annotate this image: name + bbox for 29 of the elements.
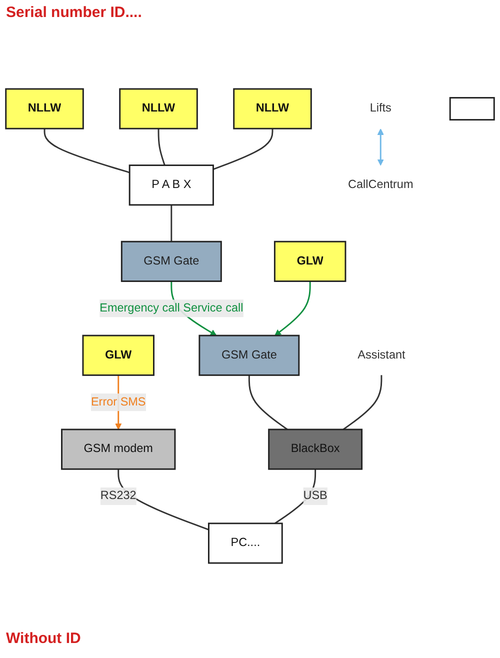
connector [212, 128, 274, 170]
note-text: Serial number ID.... [6, 4, 142, 21]
note-text: Without ID [6, 630, 81, 647]
node-box: GLW [82, 334, 154, 376]
node-box: NLLW [233, 88, 312, 130]
node-box: GSM modem [61, 428, 176, 470]
node-box: P A B X [128, 164, 214, 206]
connector [248, 375, 288, 430]
node-box: NLLW [5, 88, 84, 130]
node-box: GSM Gate [198, 334, 300, 376]
edge-label: RS232 [100, 490, 136, 502]
connector [170, 204, 172, 242]
node-box: PC.... [208, 522, 283, 564]
arrow [377, 128, 384, 166]
connector [158, 128, 166, 166]
connector [44, 128, 130, 174]
edge-label: USB [303, 490, 328, 502]
node-box: NLLW [119, 88, 198, 130]
node-box: GLW [274, 240, 346, 282]
arrow [274, 281, 311, 336]
edge-label: Error SMS [90, 396, 146, 408]
node-text: Lifts [370, 102, 392, 115]
node-box: BlackBox [268, 428, 363, 470]
edge-label: Emergency call Service call [100, 302, 244, 314]
node-box: GSM Gate [120, 240, 222, 282]
node-box [449, 97, 495, 121]
node-text: CallCentrum [348, 178, 414, 191]
connector [342, 375, 382, 430]
node-text: Assistant [358, 348, 406, 362]
